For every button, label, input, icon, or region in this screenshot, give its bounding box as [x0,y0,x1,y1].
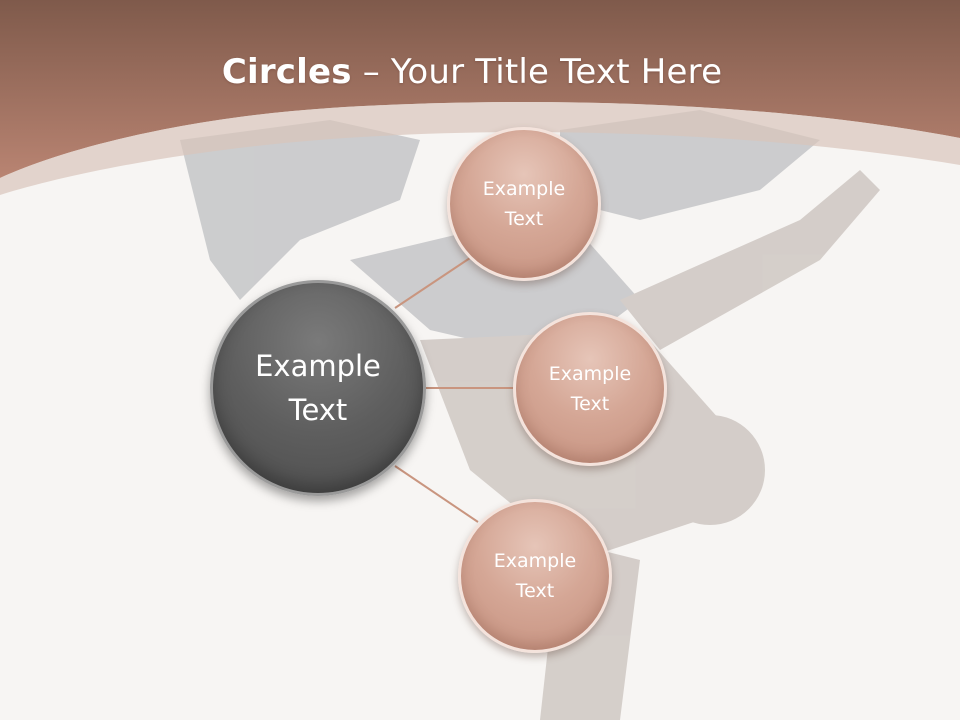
node-circle-label: Example Text [548,363,632,415]
center-circle[interactable]: Example Text [210,280,426,496]
node-circle-middle[interactable]: Example Text [513,312,667,466]
node-circle-label: Example Text [493,550,577,602]
connector-bottom [394,465,479,523]
connector-top [394,257,471,309]
node-circle-top[interactable]: Example Text [447,127,601,281]
title-bold: Circles [221,52,352,92]
center-circle-label: Example Text [255,349,381,427]
node-circle-bottom[interactable]: Example Text [458,499,612,653]
node-circle-label: Example Text [482,178,566,230]
slide-title: Circles – Your Title Text Here [0,52,944,92]
title-rest: – Your Title Text Here [351,52,723,92]
